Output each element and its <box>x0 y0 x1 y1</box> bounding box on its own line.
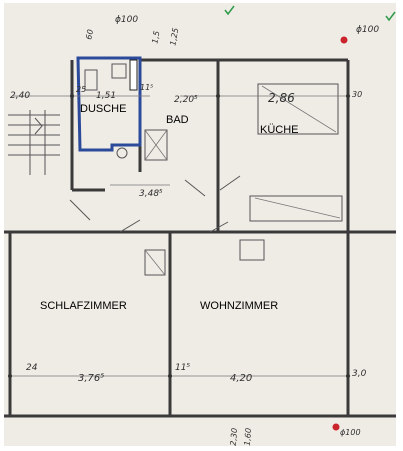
room-label-schlafzimmer: SCHLAFZIMMER <box>40 300 127 312</box>
dim-wohn-width: 4,20 <box>230 373 252 384</box>
dim-wall-right: 30 <box>352 90 362 99</box>
shaft-right <box>239 239 265 261</box>
shaft <box>144 249 166 276</box>
room-label-kueche: KÜCHE <box>260 124 299 136</box>
red-marker-bottom <box>332 423 340 431</box>
bath-fixtures <box>84 63 168 161</box>
room-label-dusche: DUSCHE <box>80 103 126 115</box>
room-label-bad: BAD <box>166 114 189 126</box>
doors <box>69 175 241 233</box>
dim-bottom-b: 1,60 <box>243 428 254 447</box>
paper-background <box>4 3 396 446</box>
dimension-lines <box>8 94 350 378</box>
red-marker-top <box>340 36 348 44</box>
kitchen-counter <box>249 83 343 222</box>
dim-wall-left: 25 <box>76 85 86 94</box>
dim-top-b: 1,5 <box>150 30 161 44</box>
dim-top-right-phi: ϕ100 <box>356 25 379 35</box>
dim-bottom-a: 2,30 <box>229 428 240 447</box>
room-label-wohnzimmer: WOHNZIMMER <box>200 300 278 312</box>
shower-outline <box>76 56 142 152</box>
dim-kueche-width: 2,86 <box>268 91 295 105</box>
dim-wall-mid: 11⁵ <box>140 83 153 92</box>
dim-stair-width: 2,40 <box>10 91 30 101</box>
check-mark-icon <box>385 11 396 22</box>
dim-corridor-width: 3,48⁵ <box>139 189 163 199</box>
dim-right-30: 3,0 <box>352 369 367 379</box>
shower-window <box>129 59 138 91</box>
dim-schlaf-width: 3,76⁵ <box>78 373 104 384</box>
dim-bottom-right-phi: ϕ100 <box>340 428 361 437</box>
dim-top-a: 60 <box>84 29 95 41</box>
dim-mid-11: 11⁵ <box>175 363 190 373</box>
dim-bad-width: 2,20⁵ <box>174 95 198 105</box>
dim-top-c: 1,25 <box>168 27 180 46</box>
dim-top-phi: ϕ100 <box>115 15 138 25</box>
dim-left-24: 24 <box>26 363 38 373</box>
check-mark-icon <box>224 5 235 16</box>
walls <box>4 58 396 418</box>
dim-dusche-width: 1,51 <box>96 91 116 101</box>
staircase <box>8 110 60 175</box>
